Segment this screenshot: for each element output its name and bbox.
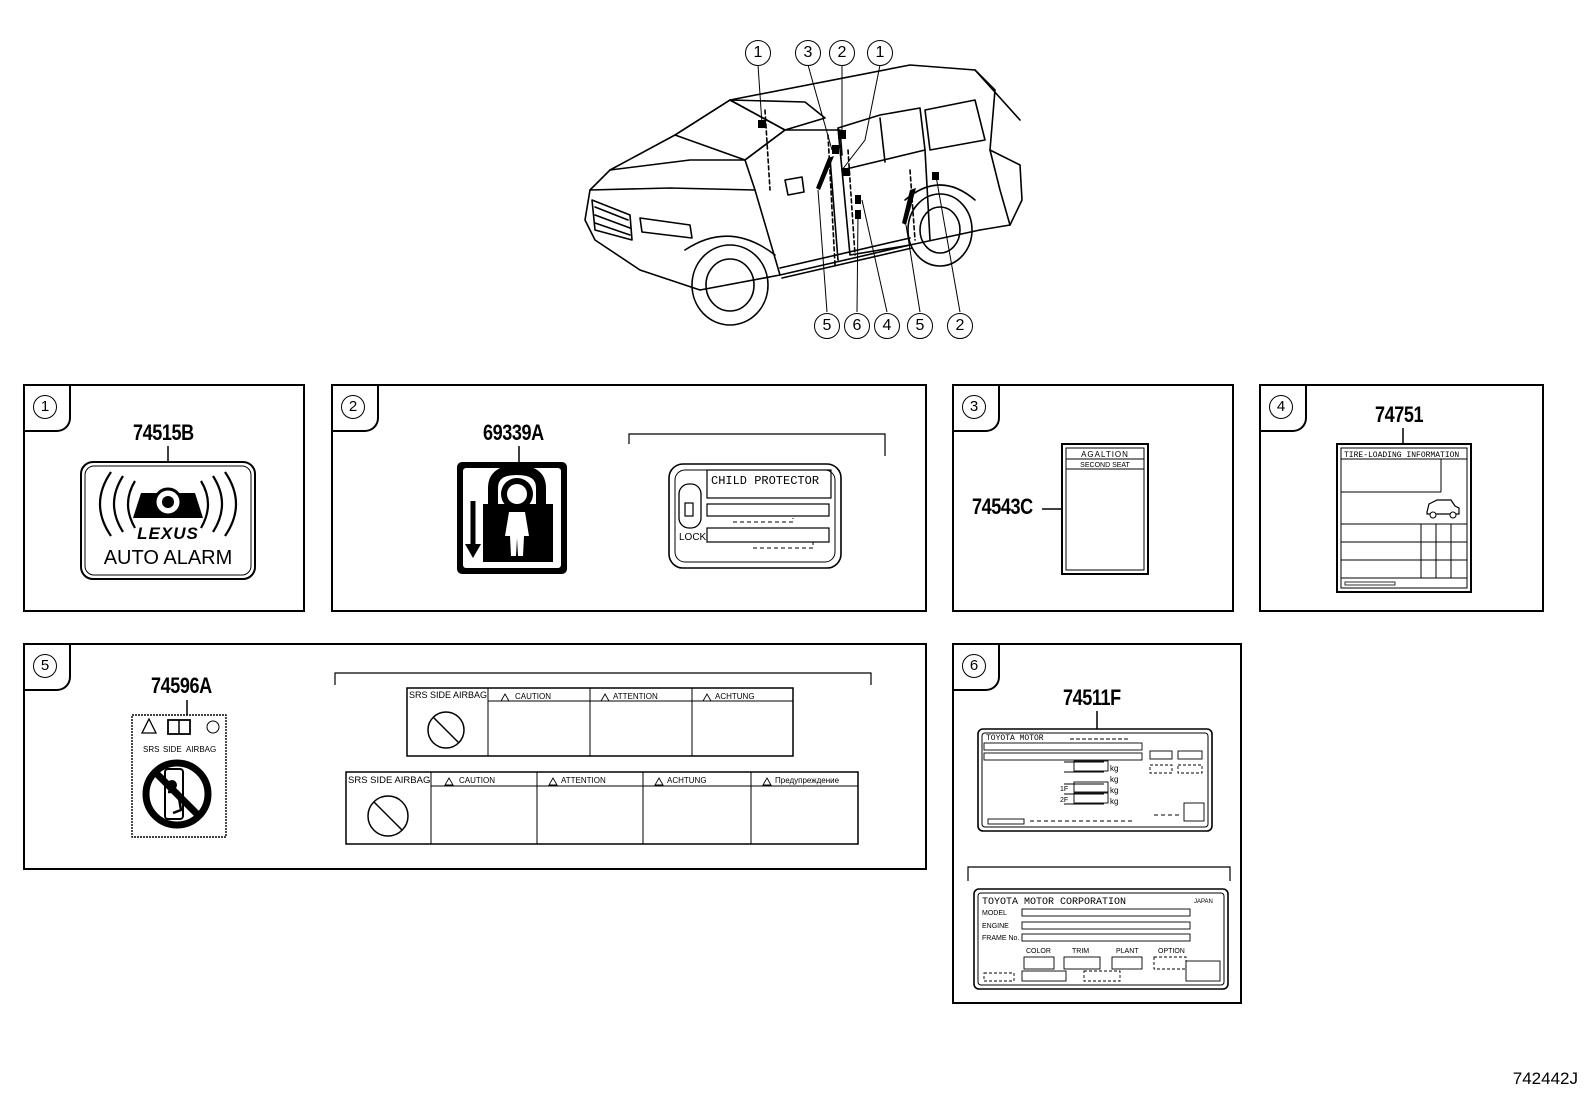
label-a-head: SRS SIDE AIRBAG [409, 690, 487, 700]
panel-index: 5 [33, 654, 57, 678]
unit-kg-2: kg [1110, 775, 1118, 784]
label-b-col-1: CAUTION [459, 776, 495, 785]
row-model: MODEL [982, 910, 1007, 917]
callout-1: 1 [745, 40, 771, 66]
field-color: COLOR [1026, 948, 1051, 955]
panel-index: 3 [962, 395, 986, 419]
alarm-text: AUTO ALARM [104, 547, 233, 569]
part-number: 74751 [1375, 402, 1424, 427]
part-number: 74596A [151, 673, 212, 698]
child-lock-labels: CHILD PROTECTOR LOCK [457, 433, 886, 574]
caution-sub: SECOND SEAT [1080, 462, 1130, 469]
unit-kg-3: kg [1110, 786, 1118, 795]
caution-label: AGALTION SECOND SEAT [1042, 443, 1149, 575]
panel-index: 1 [33, 395, 57, 419]
srs-airbag-labels: SRS SIDE AIRBAG SRS SIDE AIRBAG CAUTION … [131, 672, 872, 845]
panel-index: 2 [341, 395, 365, 419]
part-number: 74515B [133, 420, 194, 445]
plate-b-country: JAPAN [1194, 899, 1213, 905]
axle-1f: 1F [1060, 786, 1068, 793]
callout-1: 1 [867, 40, 893, 66]
vehicle-id-plates: TOYOTA MOTOR kg kg kg kg 1F 2F TOYOTA MO… [967, 711, 1231, 990]
row-engine: ENGINE [982, 923, 1009, 930]
part-number: 74511F [1063, 685, 1121, 710]
brand-text: LEXUS [137, 524, 199, 543]
field-option: OPTION [1158, 948, 1185, 955]
srs-caption-1: SRS [143, 745, 159, 754]
plate-a-title: TOYOTA MOTOR [986, 734, 1044, 743]
panel-2: 2 69339A CHILD PROTECTOR LOCK [331, 384, 927, 612]
panel-5: 5 74596A SRS SIDE AIRBAG SRS SIDE AIRBAG… [23, 643, 927, 870]
callout-4: 4 [874, 313, 900, 339]
field-trim: TRIM [1072, 948, 1089, 955]
label-b-col-3: ACHTUNG [667, 776, 707, 785]
unit-kg-1: kg [1110, 764, 1118, 773]
part-number: 74543C [972, 494, 1033, 519]
vehicle-illustration [584, 64, 1023, 326]
row-frame: FRAME No. [982, 935, 1019, 942]
plate-b-title: TOYOTA MOTOR CORPORATION [982, 897, 1126, 908]
panel-index: 4 [1269, 395, 1293, 419]
part-number: 69339A [483, 420, 544, 445]
callout-5: 5 [814, 313, 840, 339]
srs-caption-2: SIDE [163, 745, 182, 754]
panel-1: 1 74515B LEXUS AUTO ALARM [23, 384, 305, 612]
unit-kg-4: kg [1110, 797, 1118, 806]
label-b-head: SRS SIDE AIRBAG [348, 775, 430, 786]
panel-3: 3 74543C AGALTION SECOND SEAT [952, 384, 1234, 612]
panel-index: 6 [962, 654, 986, 678]
srs-caption-3: AIRBAG [186, 745, 216, 754]
tire-title: TIRE-LOADING INFORMATION [1344, 451, 1459, 460]
lock-text: LOCK [679, 532, 707, 543]
callout-2: 2 [947, 313, 973, 339]
panel-6: 6 74511F TOYOTA MOTOR kg kg kg kg 1F 2F [952, 643, 1242, 1004]
callout-5: 5 [907, 313, 933, 339]
axle-2f: 2F [1060, 797, 1068, 804]
panel-4: 4 74751 TIRE-LOADING INFORMATION [1259, 384, 1544, 612]
caution-head: AGALTION [1081, 450, 1129, 459]
label-a-col-1: CAUTION [515, 692, 551, 701]
child-protector-text: CHILD PROTECTOR [711, 474, 819, 488]
label-a-col-3: ACHTUNG [715, 692, 755, 701]
auto-alarm-label: LEXUS AUTO ALARM [80, 446, 256, 580]
field-plant: PLANT [1116, 948, 1139, 955]
label-b-col-2: ATTENTION [561, 776, 606, 785]
callout-3: 3 [795, 40, 821, 66]
label-a-col-2: ATTENTION [613, 692, 658, 701]
label-b-col-4: Предупреждение [775, 776, 840, 785]
diagram-reference: 742442J [1512, 1069, 1578, 1088]
tire-loading-label: TIRE-LOADING INFORMATION [1336, 428, 1472, 593]
callout-2: 2 [829, 40, 855, 66]
callout-6: 6 [844, 313, 870, 339]
